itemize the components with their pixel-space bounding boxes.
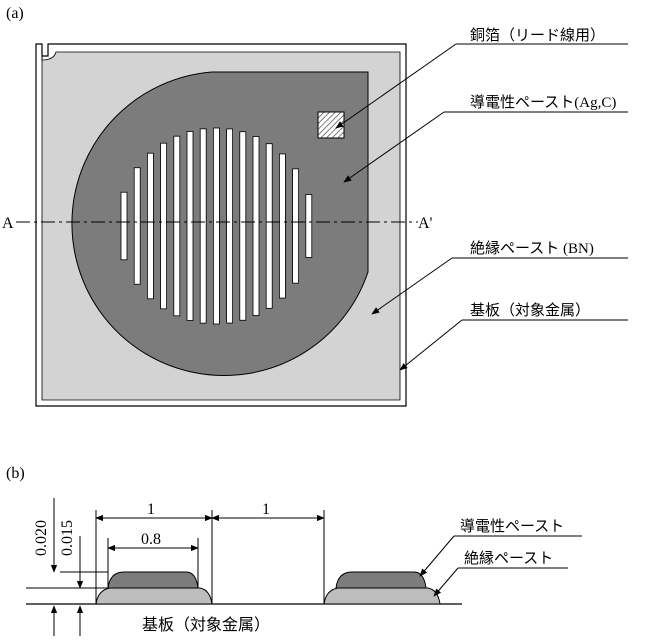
slot: [212, 127, 220, 325]
slot-pattern: [120, 127, 313, 325]
panel-b-label: (b): [6, 465, 25, 482]
slot: [305, 194, 313, 258]
dim-gap: 1: [211, 501, 325, 522]
insulating-paste-label: 絶縁ペースト (BN): [470, 240, 594, 257]
slot: [186, 131, 194, 321]
callout-copper-foil: 銅箔（リード線用）: [335, 27, 628, 129]
dim-total-height: 0.020: [33, 520, 50, 556]
callout-substrate: 基板（対象金属）: [399, 301, 628, 371]
dim-gap-value: 1: [262, 501, 270, 518]
slot: [146, 152, 154, 300]
dim-inner-value: 0.8: [141, 531, 161, 548]
slot: [292, 168, 300, 284]
conductive-label-b: 導電性ペースト: [460, 518, 564, 535]
right-bump: [323, 571, 441, 605]
callout-b-insulating: 絶縁ペースト: [433, 550, 568, 597]
callout-b-conductive: 導電性ペースト: [419, 518, 582, 577]
substrate-label: 基板（対象金属）: [470, 301, 590, 319]
callout-conductive-paste: 導電性ペースト(Ag,C): [343, 94, 628, 183]
conductive-paste-region: [71, 71, 369, 376]
left-bump: [95, 571, 213, 605]
slot: [160, 142, 168, 310]
slot: [252, 136, 260, 316]
panel-a-label: (a): [6, 5, 24, 22]
section-label-right: A': [418, 215, 433, 232]
conductive-paste-label: 導電性ペースト(Ag,C): [470, 94, 616, 111]
height-dimensions: [26, 498, 108, 636]
slot: [120, 191, 128, 261]
copper-foil-label: 銅箔（リード線用）: [470, 27, 605, 44]
section-label-left: A: [2, 215, 14, 232]
slot: [133, 167, 141, 285]
slot: [173, 135, 181, 317]
slot: [199, 128, 207, 324]
dim-pitch-value: 1: [147, 501, 155, 518]
slot: [239, 131, 247, 321]
slot: [278, 153, 286, 299]
callout-insulating-paste: 絶縁ペースト (BN): [371, 240, 628, 315]
slot: [226, 128, 234, 324]
insulating-label-b: 絶縁ペースト: [464, 550, 553, 567]
dim-insulator-height: 0.015: [59, 520, 76, 556]
dim-inner: 0.8: [107, 531, 199, 552]
substrate-label-b: 基板（対象金属）: [142, 616, 270, 634]
dim-pitch: 1: [95, 501, 213, 522]
slot: [265, 143, 273, 309]
